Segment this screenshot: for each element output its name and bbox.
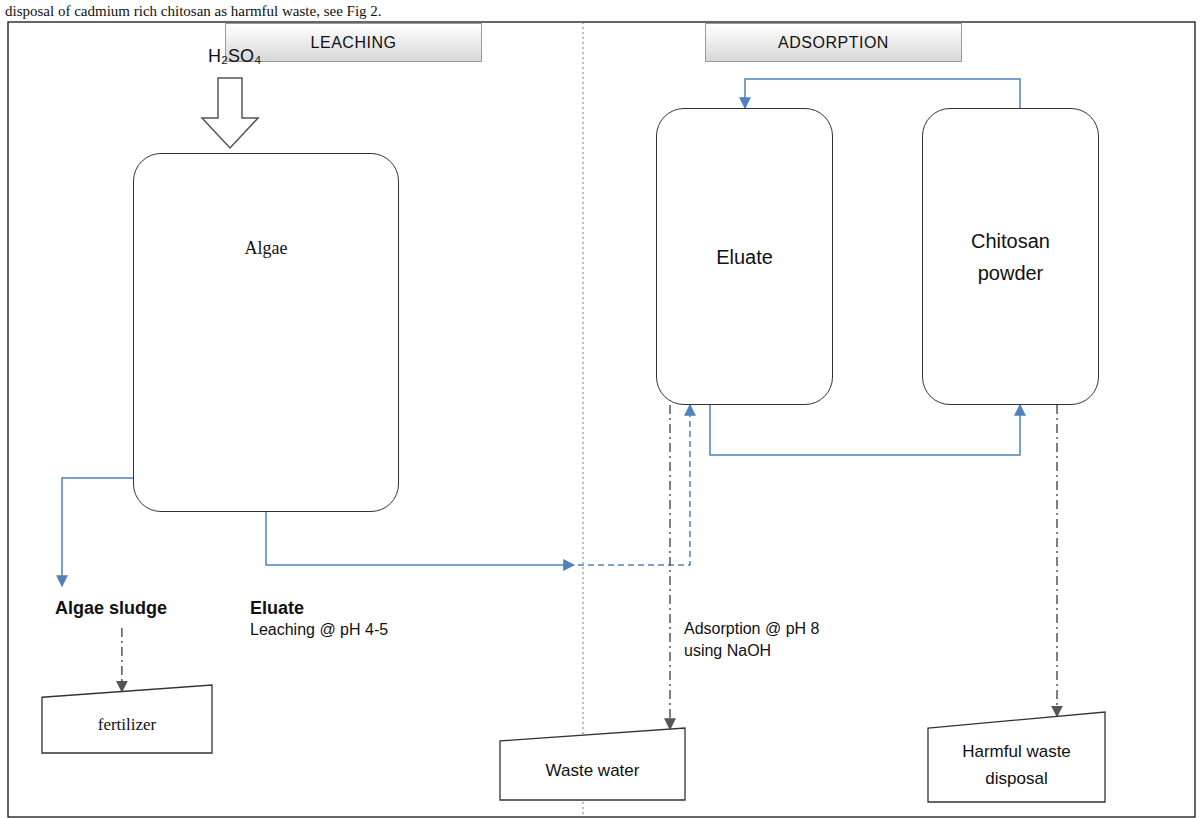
connector-segment (710, 405, 1020, 455)
chemical-label: H₂SO₄ (208, 44, 261, 69)
flow-connector (745, 79, 1020, 108)
section-header: LEACHING (225, 23, 482, 62)
condition-note: Leaching @ pH 4-5 (250, 619, 388, 641)
stream-label: Algae sludge (52, 596, 170, 621)
connector-segment (669, 405, 671, 729)
node-text: Chitosan powder (956, 225, 1066, 289)
trapezoid-shape (500, 728, 685, 800)
node-text: Eluate (716, 241, 773, 273)
node-text: ADSORPTION (778, 30, 889, 56)
node-text: Algae (245, 234, 288, 263)
output-box: fertilizer (42, 685, 212, 753)
algae-vessel: Algae (133, 153, 399, 512)
acid-arrow (202, 78, 258, 148)
connector-segment (62, 478, 133, 586)
output-box: Waste water (500, 728, 685, 800)
node-text: Harmful waste disposal (942, 738, 1092, 792)
output-box: Harmful waste disposal (928, 712, 1105, 802)
node-text: fertilizer (98, 711, 157, 738)
divider (583, 22, 584, 817)
eluate-tank: Eluate (656, 108, 833, 405)
stream-label: Eluate (250, 596, 304, 621)
section-header: ADSORPTION (705, 23, 962, 62)
outer-frame (8, 22, 1195, 817)
flow-connector (710, 405, 1020, 455)
cut-off-text: disposal of cadmium rich chitosan as har… (5, 1, 382, 22)
node-text: Waste water (546, 757, 640, 784)
connector-segment (1056, 405, 1058, 716)
node-text: LEACHING (311, 30, 397, 56)
trapezoid-shape (42, 685, 212, 753)
condition-note: Adsorption @ pH 8 using NaOH (684, 618, 859, 663)
connector-segment (121, 628, 123, 692)
trapezoid-shape (928, 712, 1105, 802)
chitosan-tank: Chitosan powder (922, 108, 1099, 405)
flow-connector (1057, 405, 1058, 716)
flow-connector (670, 405, 671, 729)
connector-segment (266, 512, 574, 565)
flow-connector (62, 478, 133, 692)
connector-segment (578, 405, 690, 565)
connector-segment (745, 79, 1020, 108)
